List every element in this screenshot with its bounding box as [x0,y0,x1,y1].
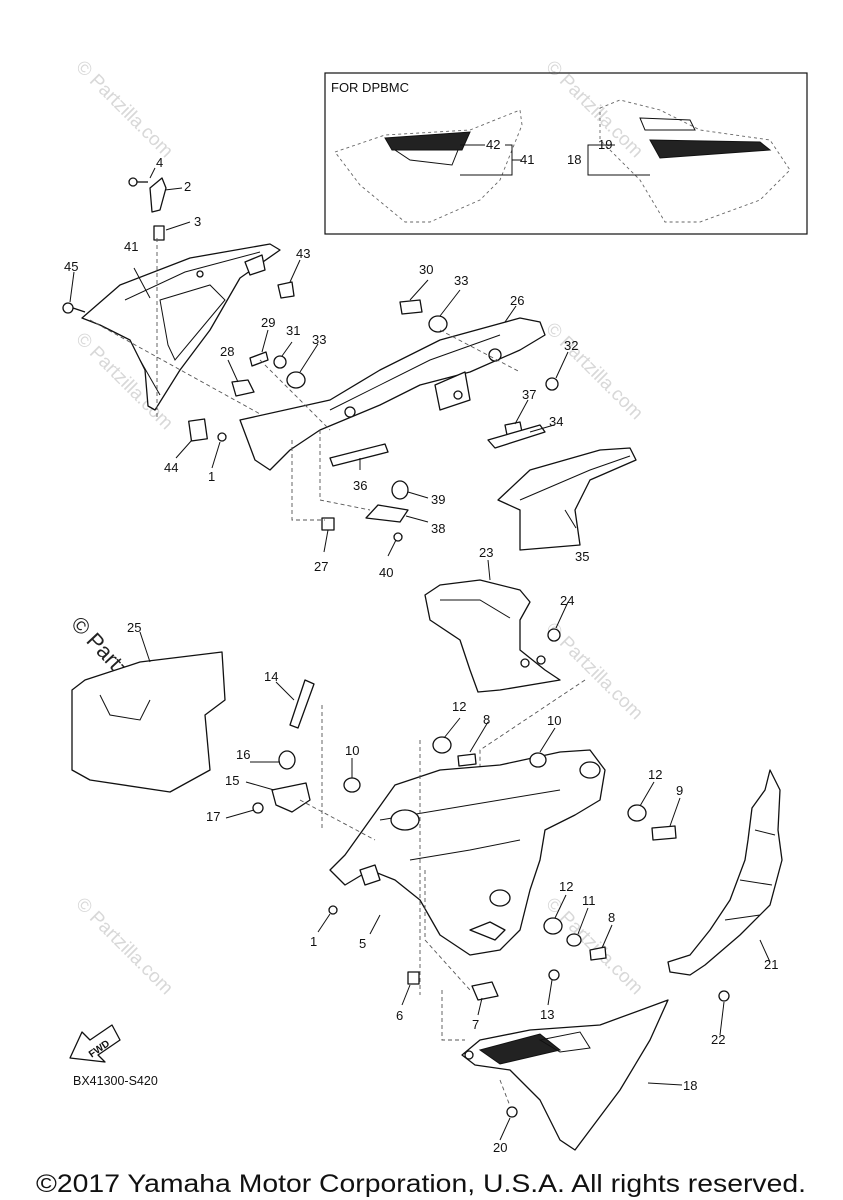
callout-45: 45 [64,259,78,274]
callout-labels: 4 2 3 45 41 43 44 1 30 33 26 29 31 33 28… [64,155,778,1155]
callout-1-lower: 1 [310,934,317,949]
callout-13: 13 [540,1007,554,1022]
callout-8-top: 8 [483,712,490,727]
callout-28: 28 [220,344,234,359]
callout-37: 37 [522,387,536,402]
callout-41-inset: 41 [520,152,534,167]
callout-27: 27 [314,559,328,574]
callout-22: 22 [711,1032,725,1047]
side-cover-18 [461,999,683,1151]
callout-7: 7 [472,1017,479,1032]
callout-16: 16 [236,747,250,762]
callout-4: 4 [156,155,163,170]
callout-17: 17 [206,809,220,824]
callout-36: 36 [353,478,367,493]
inset-title: FOR DPBMC [331,80,409,95]
side-cover-assembly [62,167,301,469]
callout-14: 14 [264,669,278,684]
callout-33-left: 33 [312,332,326,347]
callout-12-lower: 12 [559,879,573,894]
copyright-notice: ©2017 Yamaha Motor Corporation, U.S.A. A… [36,1170,806,1198]
callout-19: 19 [598,137,612,152]
watermark: © Partzilla.com [71,57,176,162]
callout-21: 21 [764,957,778,972]
callout-32: 32 [564,338,578,353]
callout-11: 11 [582,893,596,908]
callout-12-top: 12 [452,699,466,714]
callout-35: 35 [575,549,589,564]
lower-bracket-assembly [225,717,681,1041]
callout-25: 25 [127,620,141,635]
watermark: © Partzilla.com [71,894,176,999]
callout-31: 31 [286,323,300,338]
diagram-code: BX41300-S420 [73,1074,158,1088]
callout-23: 23 [479,545,493,560]
watermark: © Partzilla.com [541,319,646,424]
callout-6: 6 [396,1008,403,1023]
callout-24: 24 [560,593,574,608]
watermark: © Partzilla.com [541,894,646,999]
callout-15: 15 [225,773,239,788]
callout-38: 38 [431,521,445,536]
callout-20: 20 [493,1140,507,1155]
callout-43: 43 [296,246,310,261]
callout-18: 18 [683,1078,697,1093]
fwd-arrow-icon: FWD [69,1024,121,1063]
callout-33-right: 33 [454,273,468,288]
callout-5: 5 [359,936,366,951]
callout-29: 29 [261,315,275,330]
callout-8-lower: 8 [608,910,615,925]
callout-10-left: 10 [345,743,359,758]
callout-26: 26 [510,293,524,308]
callout-41: 41 [124,239,138,254]
callout-12-right: 12 [648,767,662,782]
callout-1-upper: 1 [208,469,215,484]
callout-30: 30 [419,262,433,277]
callout-40: 40 [379,565,393,580]
middle-section [71,559,586,935]
callout-18-inset: 18 [567,152,581,167]
callout-9: 9 [676,783,683,798]
callout-10-right: 10 [547,713,561,728]
callout-2: 2 [184,179,191,194]
callout-3: 3 [194,214,201,229]
callout-44: 44 [164,460,178,475]
callout-42: 42 [486,137,500,152]
callout-34: 34 [549,414,563,429]
frame-rail-assembly [227,279,637,557]
callout-39: 39 [431,492,445,507]
inset-dpbmc: FOR DPBMC 42 41 18 19 [324,72,808,235]
right-cover-assembly [667,769,783,1036]
